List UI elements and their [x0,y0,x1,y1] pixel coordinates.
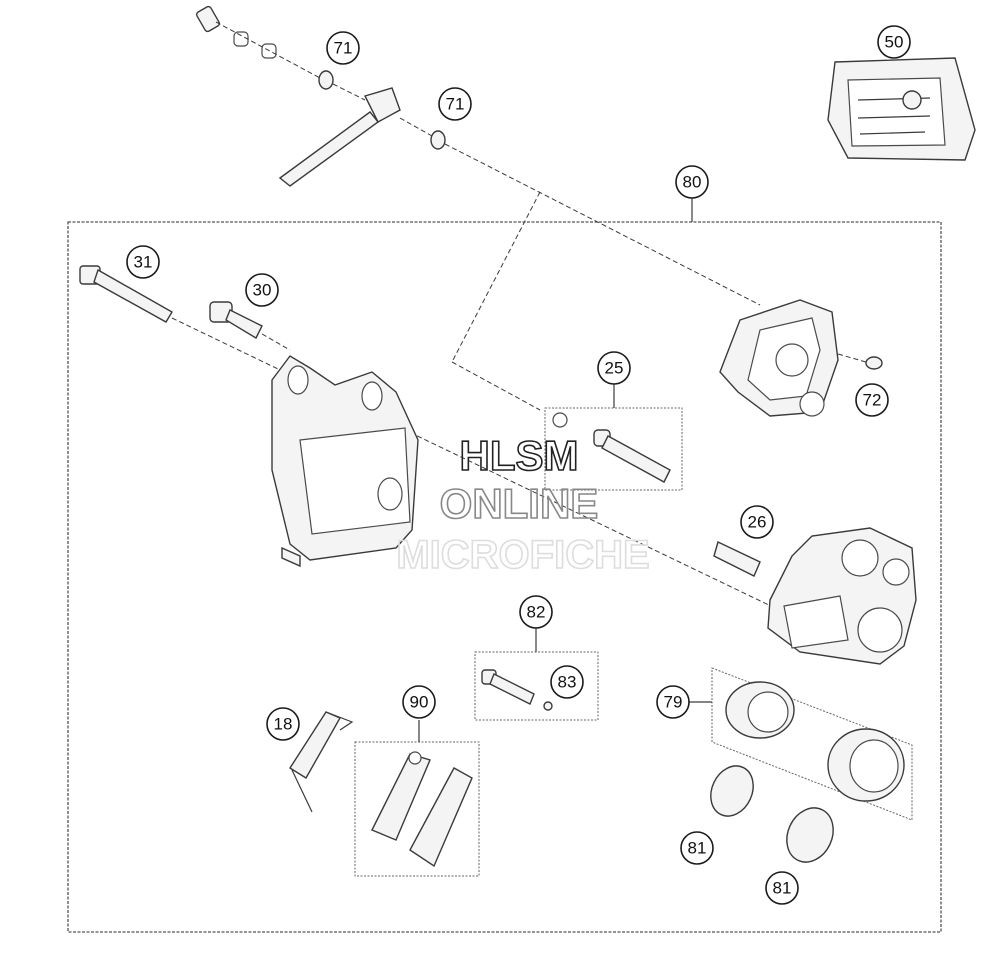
bolt-30[interactable] [209,301,263,339]
lever-arm [278,87,401,187]
brake-pin-assembly [195,5,761,411]
washer-71-upper[interactable] [318,70,334,90]
svg-text:72: 72 [863,391,882,410]
pads-box [354,741,480,877]
svg-text:80: 80 [683,173,702,192]
caliper-bracket-small[interactable] [719,299,839,417]
callout-81-lower[interactable]: 81 [765,871,799,905]
svg-text:31: 31 [134,253,153,272]
seal-81-upper[interactable] [703,759,761,823]
svg-text:79: 79 [664,693,683,712]
caliper-support-bracket[interactable] [271,355,419,568]
callout-26[interactable]: 26 [740,505,774,539]
pad-kit-50[interactable] [827,57,976,161]
svg-text:18: 18 [274,715,293,734]
slide-pin-25[interactable] [552,412,671,483]
watermark-line2: ONLINE [440,480,599,527]
piston-79-large[interactable] [827,728,905,802]
piston-79-small[interactable] [725,681,795,739]
svg-text:30: 30 [253,281,272,300]
svg-text:26: 26 [748,513,767,532]
washer-71-lower[interactable] [430,130,446,150]
callout-25[interactable]: 25 [597,351,631,385]
bolt-31[interactable] [79,265,173,323]
callout-82[interactable]: 82 [519,595,553,629]
svg-text:90: 90 [410,693,429,712]
piston-box [711,667,913,821]
seal-81-lower[interactable] [778,800,842,869]
svg-text:25: 25 [605,359,624,378]
callout-90[interactable]: 90 [402,685,436,719]
svg-text:83: 83 [558,673,577,692]
o-ring-72[interactable] [865,356,883,370]
watermark: HLSM ONLINE MICROFICHE [396,431,651,578]
svg-text:50: 50 [885,33,904,52]
callout-81-upper[interactable]: 81 [680,831,714,865]
callout-31[interactable]: 31 [126,245,160,279]
callout-50[interactable]: 50 [877,25,911,59]
caliper-body[interactable] [767,527,917,665]
bleeder-82[interactable] [481,669,535,705]
bleeder-cap-83[interactable] [543,701,553,711]
pin-26[interactable] [713,541,761,577]
watermark-line3: MICROFICHE [396,533,649,577]
svg-text:82: 82 [527,603,546,622]
svg-text:71: 71 [446,95,465,114]
callout-30[interactable]: 30 [245,273,279,307]
callout-71-upper[interactable]: 71 [326,31,360,65]
callout-71-lower[interactable]: 71 [438,87,472,121]
brake-pads-90[interactable] [371,751,473,868]
pad-spring-18[interactable] [289,711,354,813]
callout-80[interactable]: 80 [675,165,709,199]
svg-text:71: 71 [334,39,353,58]
watermark-line1: HLSM [460,432,579,479]
assembly-frame [67,221,942,933]
svg-text:81: 81 [688,839,707,858]
callout-83[interactable]: 83 [550,665,584,699]
svg-text:81: 81 [773,879,792,898]
callout-18[interactable]: 18 [266,707,300,741]
pin-screw [195,5,277,59]
callout-72[interactable]: 72 [855,383,889,417]
callout-79[interactable]: 79 [656,685,690,719]
